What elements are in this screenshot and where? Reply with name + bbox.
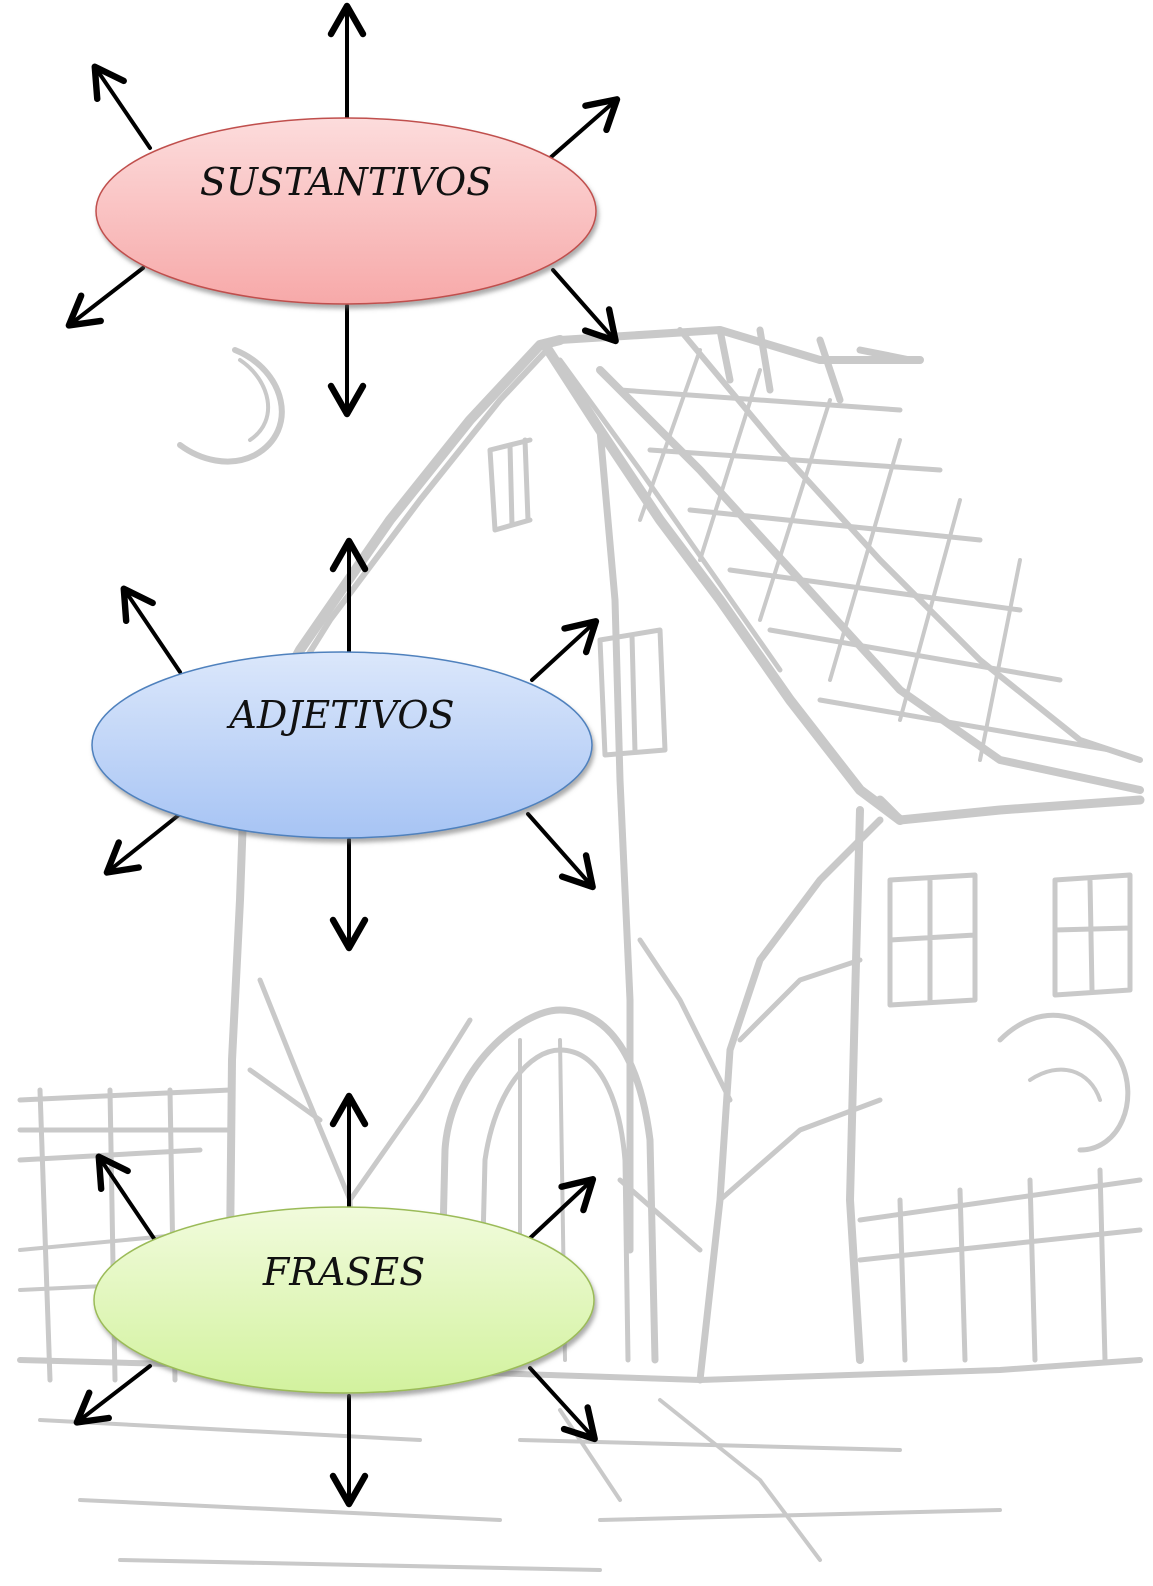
arrow-frases-up-left: [95, 1153, 157, 1242]
arrow-frases-down-right: [528, 1366, 598, 1443]
node-sustantivos: SUSTANTIVOS: [95, 117, 597, 305]
arrow-frases-down-left: [73, 1364, 152, 1426]
node-adjetivos: ADJETIVOS: [91, 651, 593, 839]
node-frases-shape: [93, 1206, 595, 1394]
arrow-adjetivos-down-left: [103, 812, 182, 876]
arrow-sustantivos-up-right: [548, 96, 621, 160]
arrow-sustantivos-up-left: [91, 63, 152, 150]
node-adjetivos-shape: [91, 651, 593, 839]
arrow-adjetivos-down-right: [526, 812, 596, 891]
arrow-sustantivos-down-left: [65, 266, 145, 329]
node-adjetivos-label: ADJETIVOS: [226, 693, 454, 737]
arrow-frases-up-right: [526, 1176, 597, 1242]
arrow-adjetivos-up-right: [530, 618, 600, 682]
arrow-sustantivos-down-right: [551, 268, 619, 345]
node-frases-label: FRASES: [262, 1250, 425, 1294]
node-sustantivos-label: SUSTANTIVOS: [200, 160, 492, 204]
node-frases: FRASES: [93, 1206, 595, 1394]
node-sustantivos-shape: [95, 117, 597, 305]
house-sketch-icon: [17, 326, 1145, 1572]
arrows-layer: [65, 2, 621, 1508]
arrow-adjetivos-up-left: [120, 585, 182, 674]
